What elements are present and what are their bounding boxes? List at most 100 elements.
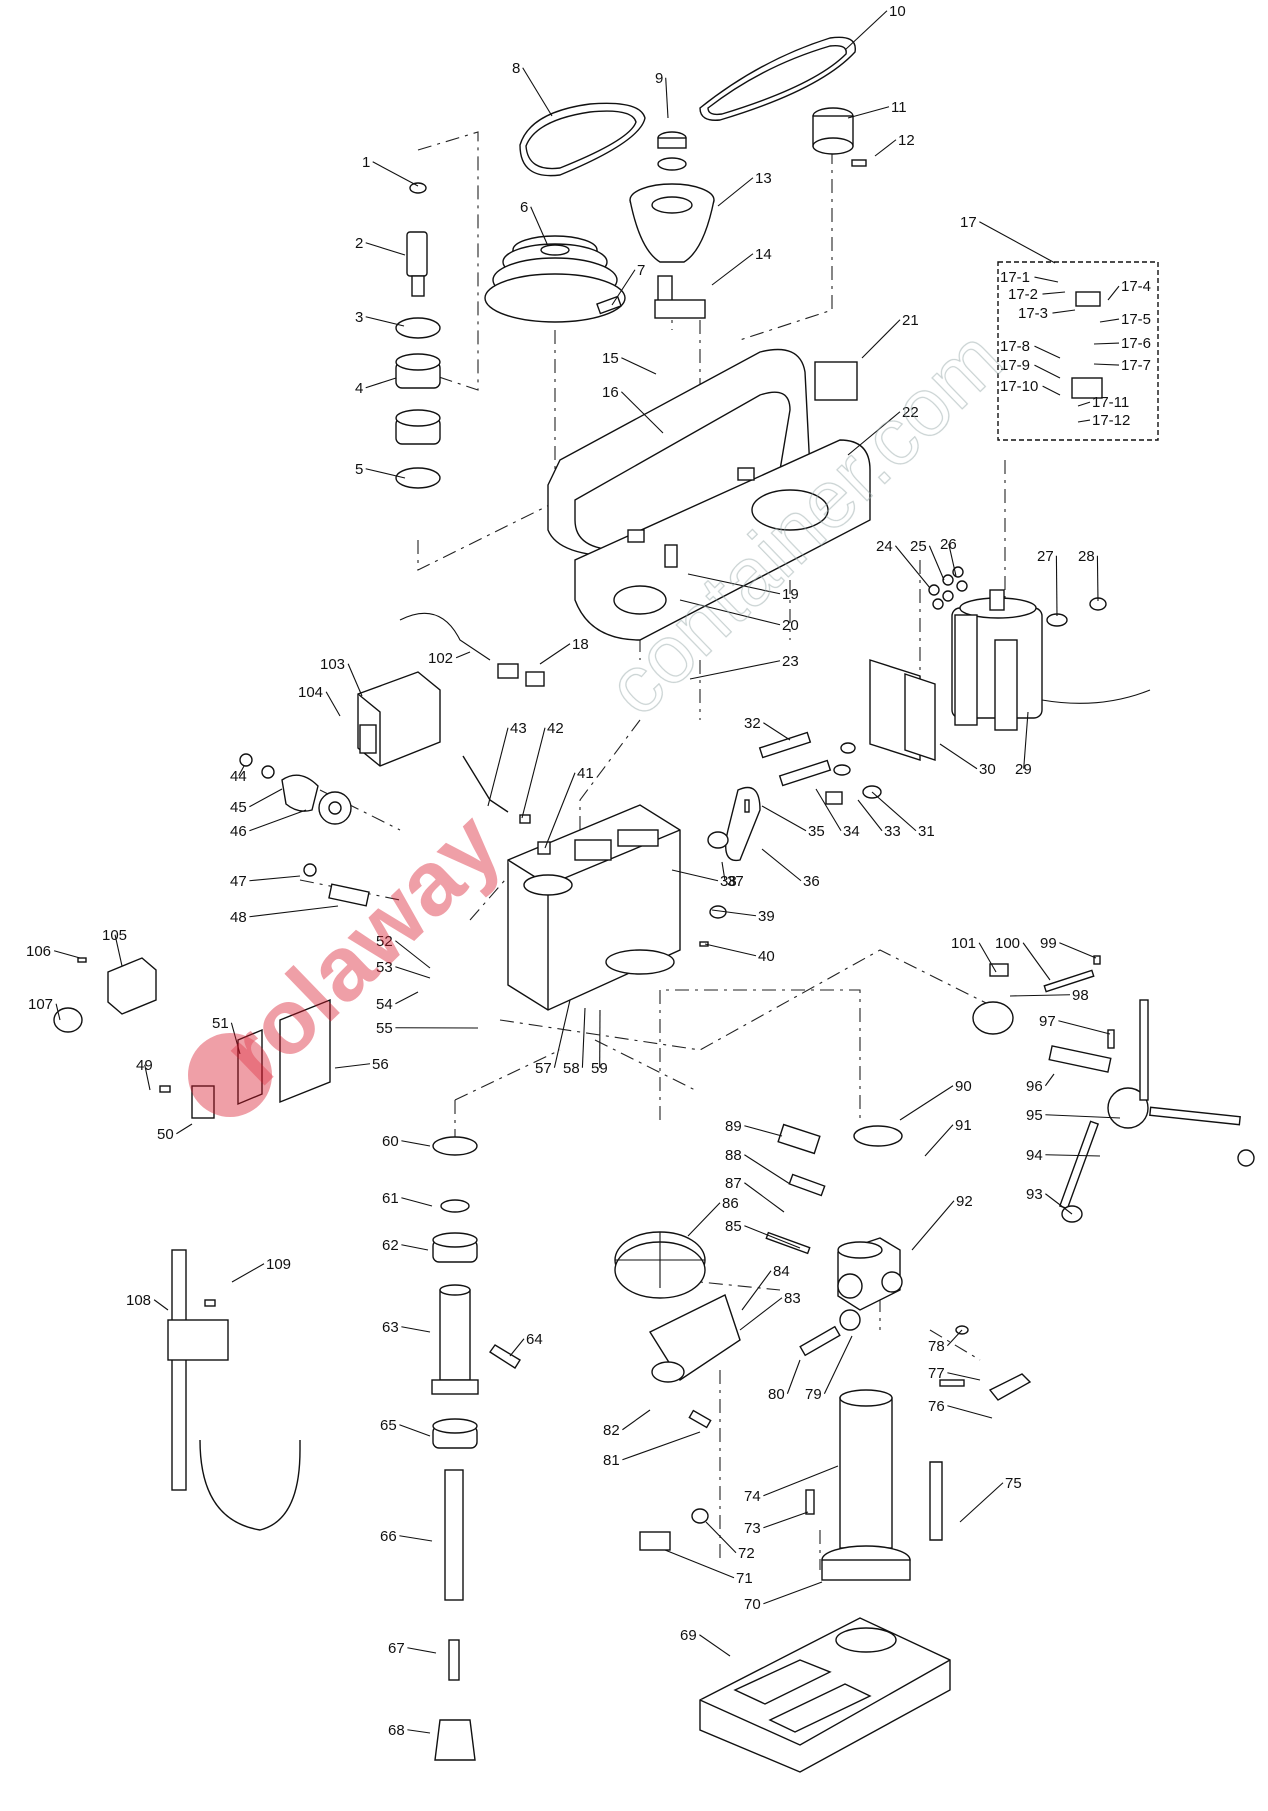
part-label-67: 67: [388, 1640, 405, 1657]
leader-line-2: [365, 242, 406, 256]
leader-line-50: [176, 1123, 193, 1135]
leader-line-97: [1058, 1020, 1111, 1035]
leader-line-17-10: [1042, 385, 1061, 396]
part-label-17-12: 17-12: [1092, 412, 1130, 429]
part-label-79: 79: [805, 1386, 822, 1403]
part-label-63: 63: [382, 1319, 399, 1336]
leader-line-95: [1045, 1114, 1121, 1119]
leader-line-64: [509, 1338, 525, 1357]
part-label-17-9: 17-9: [1000, 357, 1030, 374]
part-label-33: 33: [884, 823, 901, 840]
leader-line-7: [611, 269, 636, 306]
part-label-28: 28: [1078, 548, 1095, 565]
leader-line-92: [911, 1200, 955, 1251]
leader-line-93: [1045, 1193, 1073, 1215]
leader-line-39: [711, 909, 757, 917]
part-label-75: 75: [1005, 1475, 1022, 1492]
leader-line-41: [544, 772, 576, 849]
leader-line-79: [823, 1335, 853, 1394]
part-label-23: 23: [782, 653, 799, 670]
part-label-50: 50: [157, 1126, 174, 1143]
leader-line-17-8: [1034, 345, 1061, 359]
leader-line-57: [553, 999, 571, 1068]
part-label-78: 78: [928, 1338, 945, 1355]
leader-line-29: [1023, 711, 1029, 769]
part-label-7: 7: [637, 262, 645, 279]
part-label-91: 91: [955, 1117, 972, 1134]
leader-line-52: [395, 940, 431, 969]
part-label-15: 15: [602, 350, 619, 367]
leader-line-76: [947, 1405, 993, 1419]
part-label-21: 21: [902, 312, 919, 329]
part-label-38: 38: [720, 873, 737, 890]
part-label-66: 66: [380, 1528, 397, 1545]
leader-line-37: [721, 861, 726, 881]
leader-line-17-11: [1077, 401, 1091, 407]
part-label-17-7: 17-7: [1121, 357, 1151, 374]
leader-line-61: [401, 1197, 433, 1207]
part-label-103: 103: [320, 656, 345, 673]
leader-line-78: [946, 1329, 963, 1347]
leader-line-27: [1055, 555, 1058, 617]
leader-line-56: [334, 1063, 371, 1069]
leader-line-18: [539, 643, 571, 665]
part-label-22: 22: [902, 404, 919, 421]
part-label-55: 55: [376, 1020, 393, 1037]
part-label-12: 12: [898, 132, 915, 149]
leader-line-100: [1022, 942, 1051, 981]
part-label-54: 54: [376, 996, 393, 1013]
part-label-14: 14: [755, 246, 772, 263]
leader-line-17-7: [1093, 363, 1120, 366]
leader-line-102: [455, 651, 471, 659]
leader-line-65: [399, 1424, 431, 1437]
leader-line-44: [238, 765, 245, 777]
leader-line-8: [522, 67, 553, 117]
part-label-56: 56: [372, 1056, 389, 1073]
part-label-17-2: 17-2: [1008, 286, 1038, 303]
leader-line-19: [687, 573, 781, 595]
leader-line-53: [395, 966, 431, 979]
leader-line-69: [699, 1634, 731, 1657]
part-label-83: 83: [784, 1290, 801, 1307]
part-label-43: 43: [510, 720, 527, 737]
leader-line-21: [861, 319, 901, 359]
part-label-108: 108: [126, 1292, 151, 1309]
part-label-107: 107: [28, 996, 53, 1013]
part-label-17-1: 17-1: [1000, 269, 1030, 286]
part-label-19: 19: [782, 586, 799, 603]
part-label-80: 80: [768, 1386, 785, 1403]
part-label-45: 45: [230, 799, 247, 816]
part-label-41: 41: [577, 765, 594, 782]
leader-line-108: [153, 1299, 169, 1311]
part-label-17-11: 17-11: [1092, 394, 1129, 411]
leader-line-85: [744, 1225, 801, 1249]
leader-line-106: [53, 950, 81, 959]
part-label-58: 58: [563, 1060, 580, 1077]
part-label-16: 16: [602, 384, 619, 401]
part-label-86: 86: [722, 1195, 739, 1212]
part-drawings: [53, 36, 1255, 1773]
leader-line-49: [144, 1064, 151, 1091]
leader-line-89: [744, 1125, 783, 1137]
part-label-46: 46: [230, 823, 247, 840]
leader-line-73: [763, 1511, 809, 1529]
part-label-76: 76: [928, 1398, 945, 1415]
leader-line-62: [401, 1244, 429, 1251]
part-label-93: 93: [1026, 1186, 1043, 1203]
leader-line-87: [744, 1182, 785, 1213]
leader-line-12: [874, 139, 897, 157]
part-label-74: 74: [744, 1488, 761, 1505]
part-label-104: 104: [298, 684, 323, 701]
leader-line-17-4: [1107, 285, 1120, 301]
part-label-32: 32: [744, 715, 761, 732]
leader-line-54: [395, 991, 419, 1005]
part-label-9: 9: [655, 70, 663, 87]
leader-line-74: [763, 1465, 839, 1497]
part-label-44: 44: [230, 768, 247, 785]
part-label-1: 1: [362, 154, 370, 171]
leader-line-35: [761, 805, 807, 832]
leader-line-82: [622, 1409, 651, 1431]
leader-line-80: [786, 1359, 801, 1394]
part-label-3: 3: [355, 309, 363, 326]
part-label-2: 2: [355, 235, 363, 252]
